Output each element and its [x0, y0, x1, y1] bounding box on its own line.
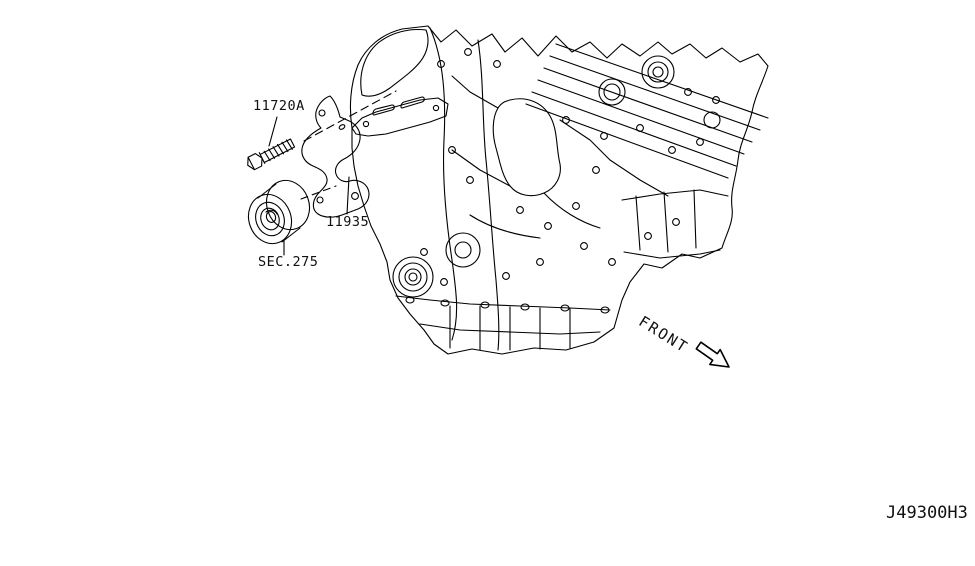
- leader-lines: [268, 90, 397, 256]
- callout-label-bracket[interactable]: 11935: [326, 214, 370, 230]
- pulley-illustration: [247, 179, 311, 245]
- bracket-illustration: [301, 95, 370, 218]
- front-arrow-icon: [695, 341, 730, 368]
- callout-label-pulley-section[interactable]: SEC.275: [258, 254, 319, 270]
- engine-illustration: [349, 25, 769, 355]
- diagram-code: J49300H3: [886, 503, 968, 523]
- bolt-illustration: [247, 138, 296, 171]
- callout-label-bolt[interactable]: 11720A: [253, 98, 305, 114]
